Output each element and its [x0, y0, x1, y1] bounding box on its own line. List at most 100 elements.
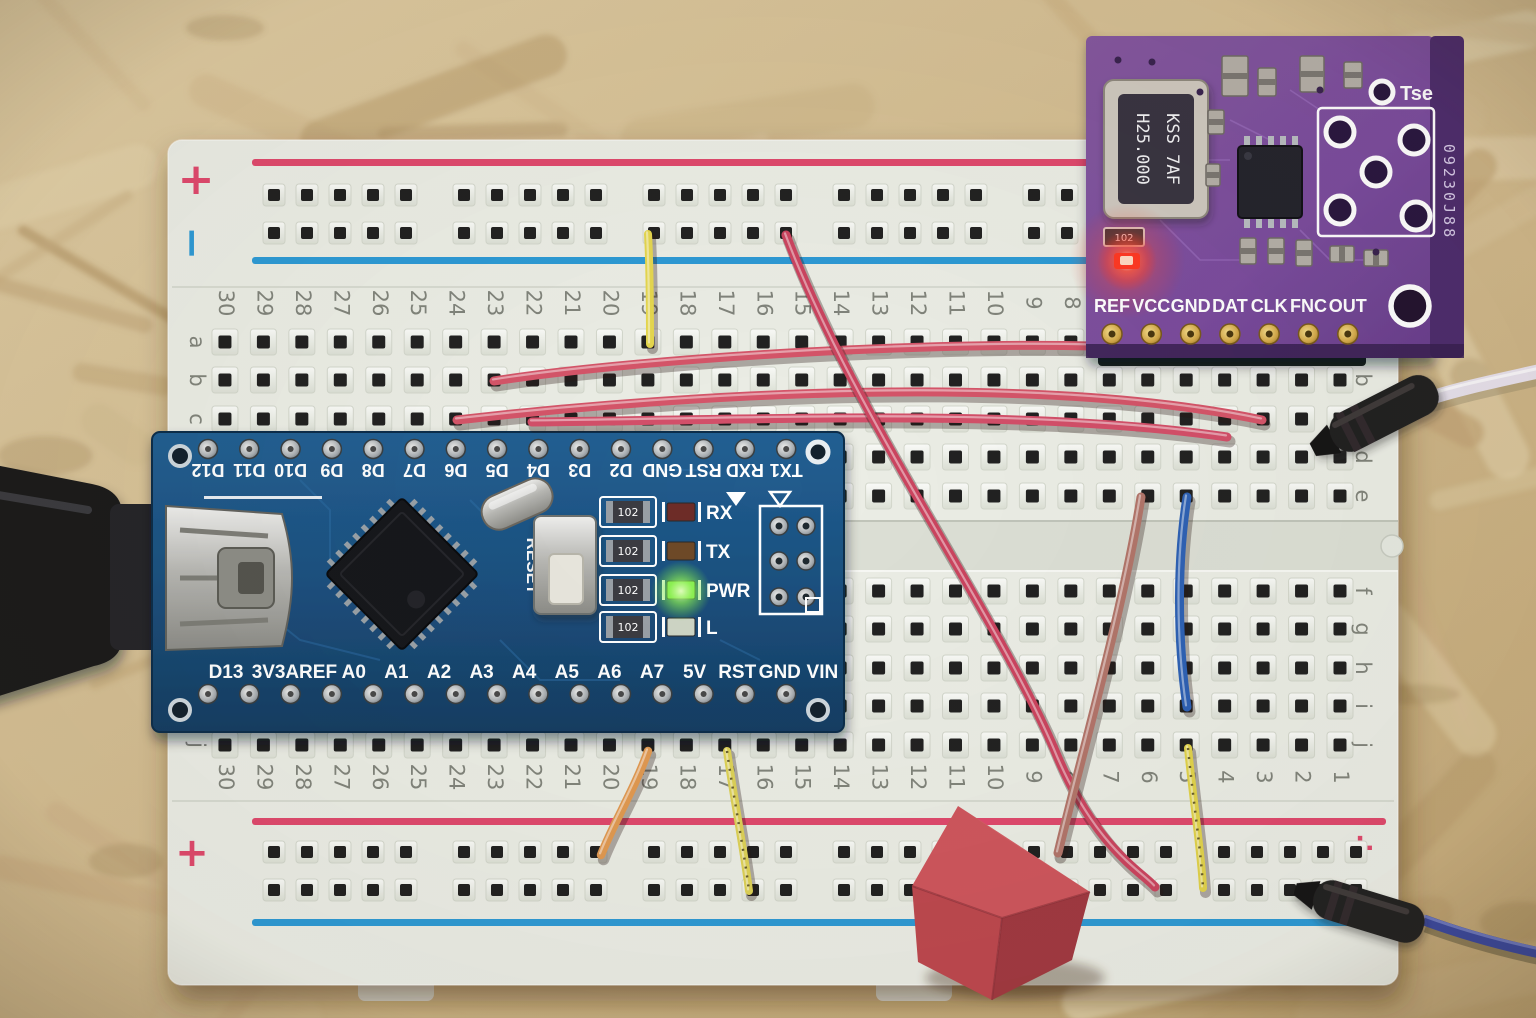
led-silk-bar [662, 617, 665, 637]
breadboard-hole-opening [641, 373, 655, 387]
nano-pin-center [287, 691, 294, 697]
breadboard-hole-opening [1061, 227, 1073, 239]
breadboard-hole-opening [449, 373, 463, 387]
column-number: 1 [1329, 770, 1353, 783]
breadboard-hole-opening [838, 846, 850, 858]
column-number: 4 [1214, 770, 1238, 783]
resistor-code: 102 [618, 584, 639, 597]
column-number: 27 [329, 290, 353, 317]
row-letter: b [1351, 373, 1375, 386]
silk-line [204, 496, 322, 499]
breadboard-hole-opening [564, 738, 578, 752]
icsp-pad-hole [775, 522, 783, 530]
column-number: 24 [445, 290, 469, 317]
breadboard-hole-opening [367, 884, 379, 896]
breadboard-hole-opening [487, 738, 501, 752]
breadboard-hole-opening [372, 373, 386, 387]
breadboard-hole-opening [367, 846, 379, 858]
breadboard-hole-opening [1256, 373, 1270, 387]
column-number: 25 [406, 290, 430, 317]
breadboard-hole-opening [1251, 846, 1263, 858]
column-number: 15 [791, 764, 815, 791]
nano-pin-label: D12 [191, 460, 224, 480]
breadboard-hole-opening [1028, 227, 1040, 239]
breadboard-hole-opening [268, 227, 280, 239]
breadboard-hole-opening [987, 738, 1001, 752]
nano-pin-center [535, 446, 542, 452]
crystal-label-frequency: H25.000 [1132, 113, 1152, 185]
breadboard-hole-opening [1025, 373, 1039, 387]
row-letter: e [1351, 490, 1375, 503]
breakout-pin-label: VCC [1132, 296, 1170, 316]
breadboard-hole-opening [1317, 846, 1329, 858]
tse-hole [1368, 78, 1396, 106]
breadboard-hole-opening [756, 335, 770, 349]
breadboard-hole-opening [681, 227, 693, 239]
column-number: 3 [1252, 770, 1276, 783]
breadboard-hole-opening [872, 661, 886, 675]
breadboard-hole-opening [301, 884, 313, 896]
breadboard-hole-opening [1295, 489, 1309, 503]
breadboard-hole-opening [410, 335, 424, 349]
breadboard-hole-opening [557, 189, 569, 201]
breadboard-hole-opening [602, 335, 616, 349]
column-number: 11 [945, 290, 969, 317]
wood-knot [88, 843, 164, 879]
row-letter: f [1351, 587, 1375, 595]
breadboard-hole-opening [372, 335, 386, 349]
breakout-pin-label: FNC [1290, 296, 1327, 316]
resistor-terminal [643, 501, 650, 523]
breadboard-hole-opening [524, 227, 536, 239]
column-number: 14 [829, 764, 853, 791]
breadboard-hole-opening [1256, 584, 1270, 598]
breadboard-hole-opening [910, 661, 924, 675]
breadboard-hole-opening [400, 846, 412, 858]
breadboard-hole-opening [872, 373, 886, 387]
breadboard-hole-opening [871, 189, 883, 201]
row-letter: g [1351, 622, 1375, 635]
breadboard-hole-opening [970, 227, 982, 239]
breadboard-hole-opening [458, 884, 470, 896]
breadboard-hole-opening [1333, 489, 1347, 503]
breadboard-hole-opening [987, 661, 1001, 675]
breadboard-hole-opening [1333, 622, 1347, 636]
column-number: 22 [522, 764, 546, 791]
breadboard-hole-opening [987, 489, 1001, 503]
breadboard-hole-opening [1141, 699, 1155, 713]
nano-pin-center [494, 446, 501, 452]
resistor-terminal [643, 579, 650, 601]
breadboard-hole-opening [295, 373, 309, 387]
column-number: 9 [1021, 770, 1045, 783]
breadboard-hole-opening [590, 189, 602, 201]
column-number: 25 [406, 764, 430, 791]
nano-pin-center [246, 446, 253, 452]
breadboard-hole-opening [526, 738, 540, 752]
breadboard-hole-opening [679, 738, 693, 752]
smd-body-band [1258, 79, 1276, 85]
breadboard-hole-opening [987, 584, 1001, 598]
row-letter: d [1351, 450, 1375, 463]
breadboard-hole-opening [458, 189, 470, 201]
breadboard-hole-opening [1064, 489, 1078, 503]
breadboard-hole-opening [449, 335, 463, 349]
breadboard-hole-opening [1094, 884, 1106, 896]
breadboard-hole-opening [557, 227, 569, 239]
breadboard-hole-opening [1141, 738, 1155, 752]
breadboard-hole-opening [648, 189, 660, 201]
breadboard-hole-opening [1218, 884, 1230, 896]
crystal-oscillator: H25.000 KSS 7AF [1103, 79, 1209, 219]
nano-pin-label: D8 [362, 460, 385, 480]
breadboard-hole-opening [780, 884, 792, 896]
column-number: 30 [214, 290, 238, 317]
breadboard-hole-opening [910, 450, 924, 464]
nano-pin-center [618, 691, 624, 697]
nano-pin-label: D13 [209, 662, 244, 683]
nano-pin-center [700, 691, 707, 697]
smd-body-band [1222, 73, 1248, 79]
breadboard-hole-opening [410, 738, 424, 752]
breadboard-hole-opening [1064, 584, 1078, 598]
nano-pin-center [494, 691, 501, 697]
breadboard-hole-opening [256, 412, 270, 426]
breadboard-hole-opening [648, 846, 660, 858]
